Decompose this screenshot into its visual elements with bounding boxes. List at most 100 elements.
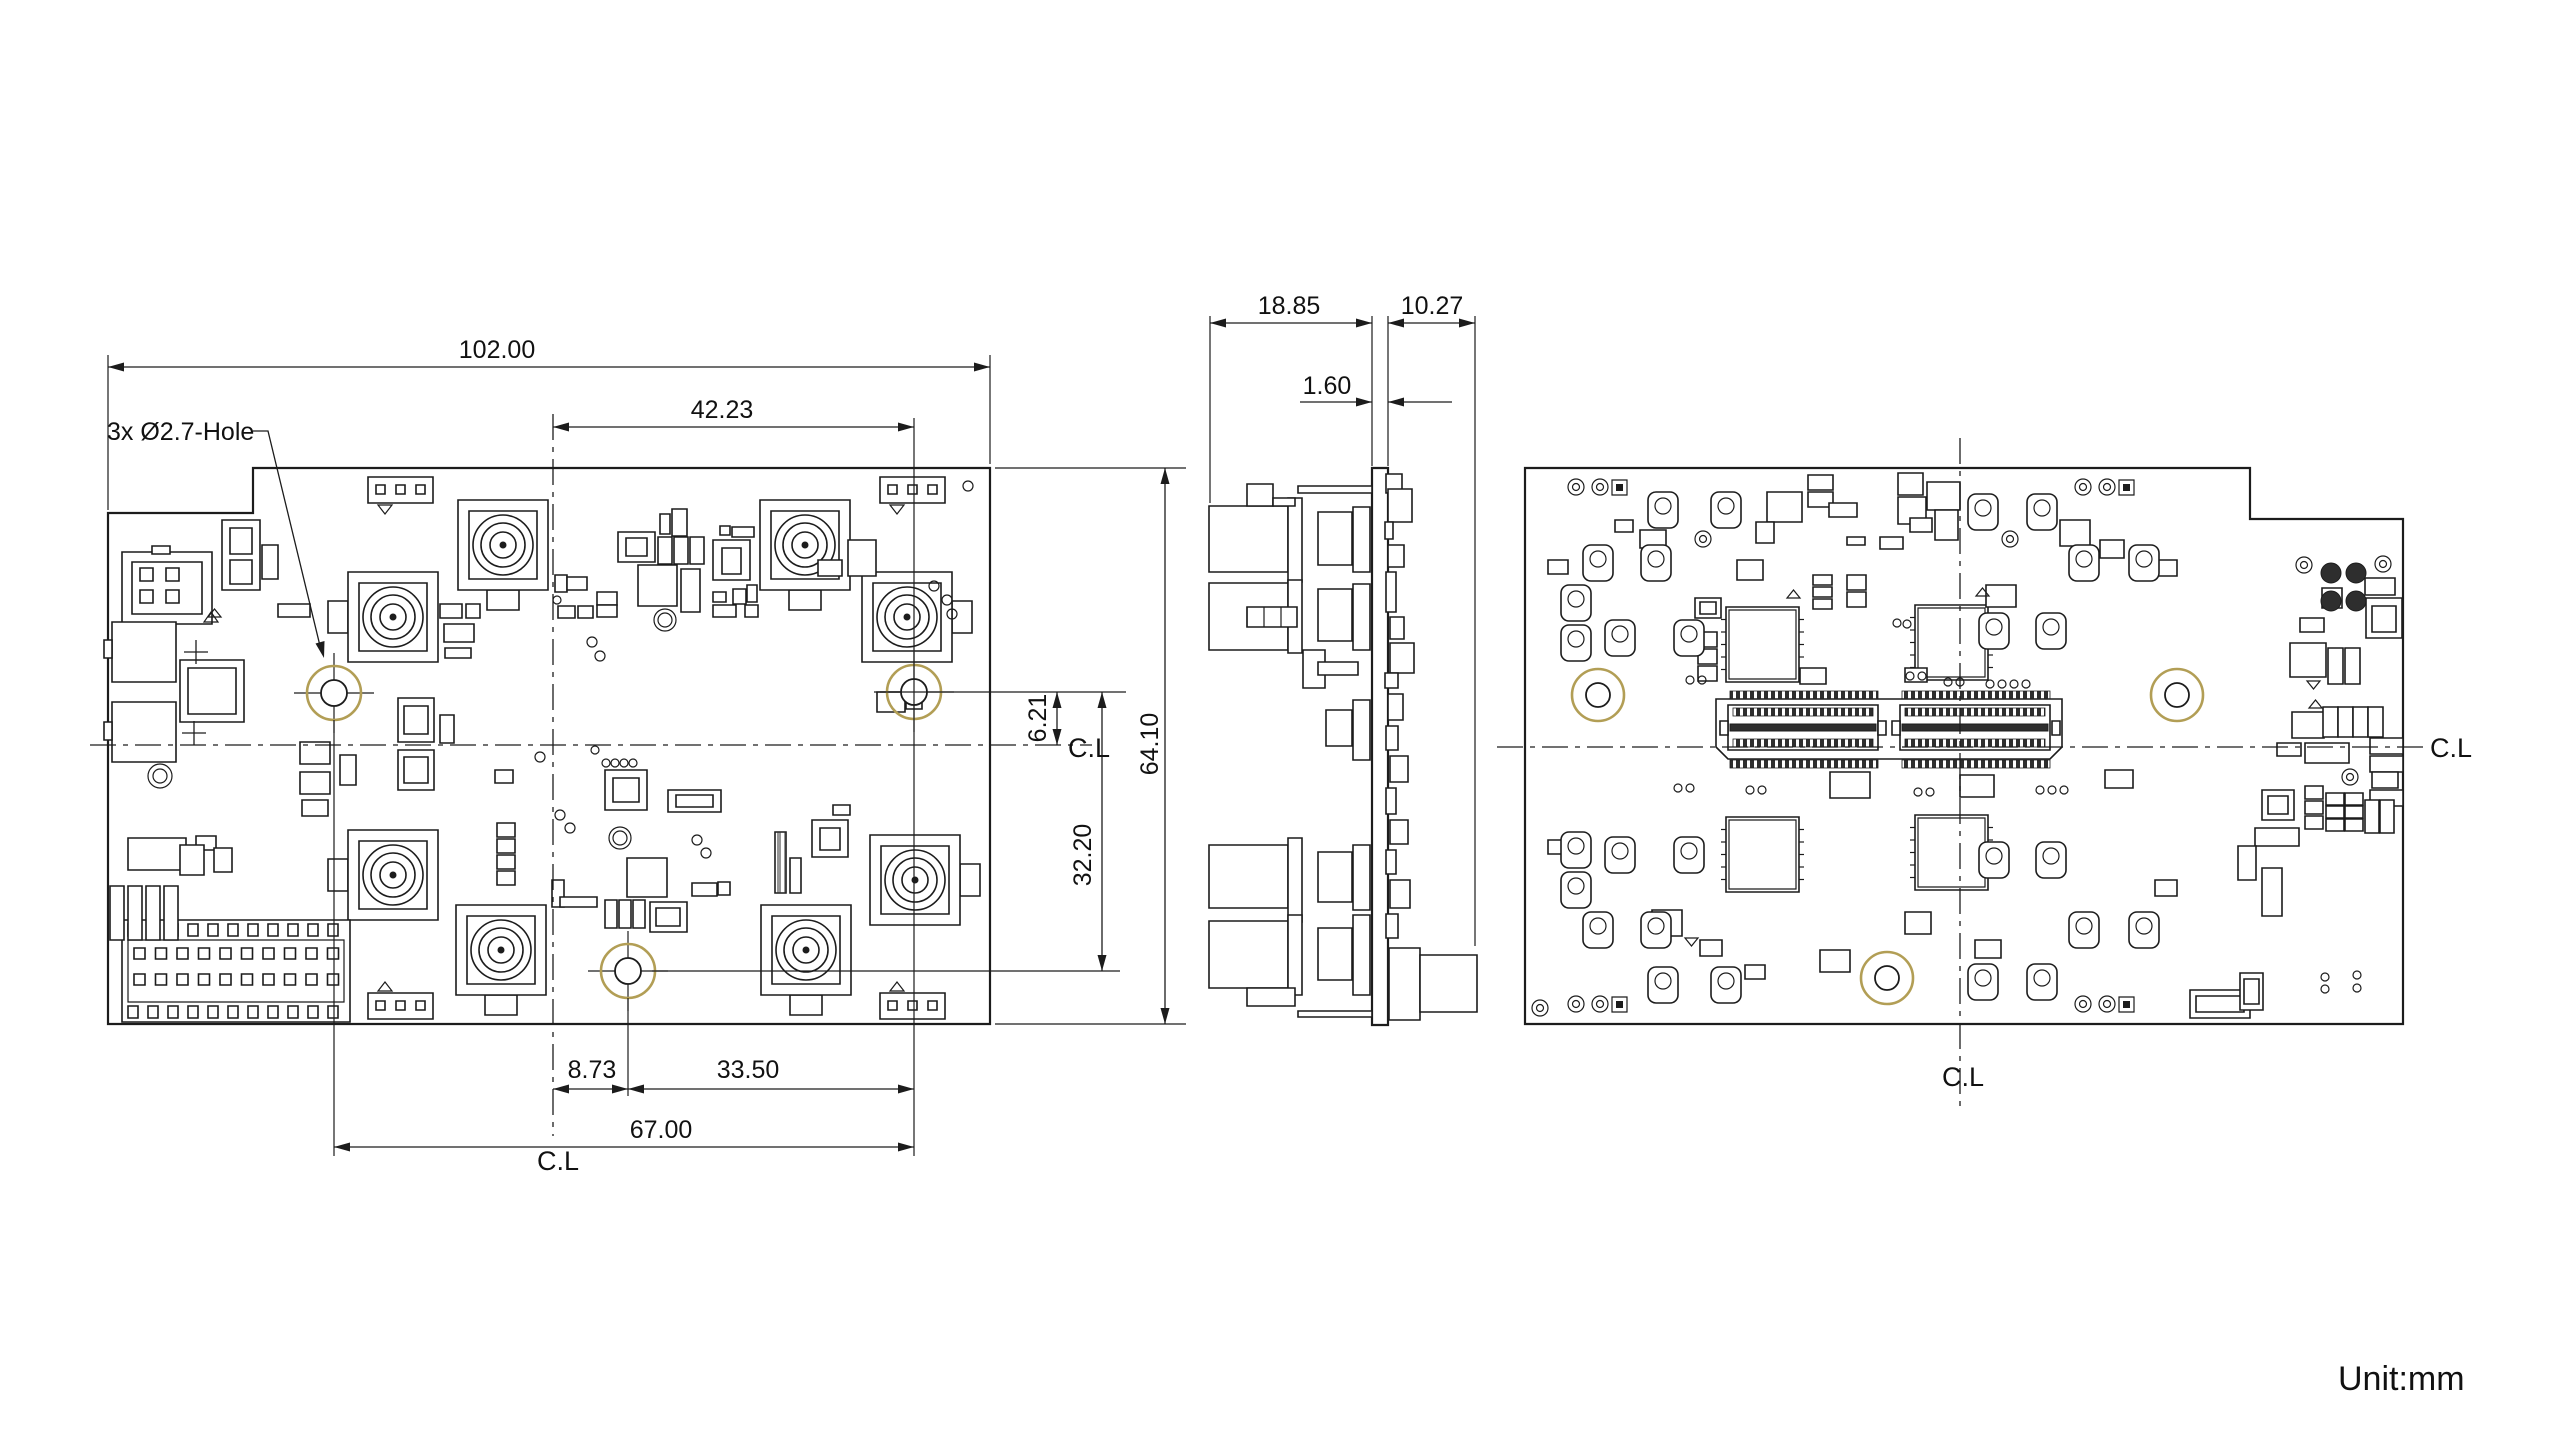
component-rect — [128, 940, 344, 1002]
component-rect — [908, 485, 917, 494]
fiducial-square-core — [1616, 484, 1623, 491]
plated-pad — [1648, 492, 1678, 528]
leader-arrow — [315, 641, 325, 658]
component-rect — [1698, 666, 1717, 681]
via — [1998, 680, 2006, 688]
plated-pad — [2069, 912, 2099, 948]
dimension — [1052, 692, 1062, 745]
plated-pad — [1641, 912, 1671, 948]
component-circle — [654, 609, 676, 631]
pin-comb — [1733, 739, 1873, 747]
component-rect — [674, 537, 688, 564]
component-rect — [2305, 801, 2323, 814]
component-rect — [262, 545, 278, 579]
fiducial-ring — [1597, 484, 1604, 491]
dimension-arrow — [334, 1142, 350, 1152]
dimension-arrow — [898, 422, 914, 432]
component-rect — [1386, 572, 1396, 612]
fiducial-ring — [2342, 769, 2358, 785]
dimension — [1300, 397, 1452, 407]
plated-pad — [1648, 967, 1678, 1003]
coax-center-pin — [802, 946, 810, 954]
component-circle — [1681, 626, 1697, 642]
component-rect — [1386, 850, 1396, 874]
component-rect — [1808, 492, 1833, 507]
qfn-ic — [1721, 607, 1804, 682]
plated-pad — [2027, 494, 2057, 530]
component-rect — [1389, 948, 1420, 1020]
component-circle — [2034, 970, 2050, 986]
component-rect — [1385, 522, 1393, 539]
component-circle — [2076, 551, 2092, 567]
pad-body — [1641, 912, 1671, 948]
dim-outer-holes-span: 67.00 — [630, 1116, 693, 1144]
via — [1893, 619, 1901, 627]
pin-comb — [1730, 691, 1878, 699]
dimension-arrow — [1097, 955, 1107, 971]
component-rect — [228, 924, 238, 936]
component-rect — [605, 900, 617, 928]
component-rect — [1386, 914, 1398, 938]
component-rect — [300, 742, 330, 764]
component-rect — [396, 1001, 405, 1010]
coax-connector — [862, 572, 972, 662]
component-rect — [1847, 592, 1866, 607]
component-rect — [812, 820, 848, 857]
fiducial-ring — [2104, 484, 2111, 491]
via — [1686, 676, 1694, 684]
pad-body — [2069, 545, 2099, 581]
component-rect — [2326, 793, 2344, 805]
component-circle — [2043, 619, 2059, 635]
via — [1686, 784, 1694, 792]
component-rect — [152, 546, 170, 554]
via — [1986, 680, 1994, 688]
component-rect — [1830, 772, 1870, 798]
component-rect — [220, 948, 231, 959]
component-rect — [2365, 800, 2379, 833]
component-rect — [180, 845, 204, 875]
coax-center-pin — [389, 871, 397, 879]
orientation-triangle — [890, 505, 904, 514]
fiducial-ring — [1592, 996, 1608, 1012]
component-rect — [164, 886, 178, 940]
component-rect — [340, 755, 356, 785]
component-circle — [2136, 551, 2152, 567]
component-rect — [300, 772, 330, 794]
orientation-triangle — [1787, 590, 1800, 598]
dimension-arrow — [974, 362, 990, 372]
orientation-triangle — [2309, 700, 2322, 708]
fiducial-ring — [1568, 996, 1584, 1012]
plated-pad — [1561, 872, 1591, 908]
component-rect — [263, 974, 274, 985]
component-rect — [660, 514, 670, 534]
component-rect — [2372, 606, 2396, 632]
component-rect — [1390, 880, 1410, 908]
orientation-triangle — [378, 505, 392, 514]
component-rect — [820, 828, 840, 850]
component-rect — [690, 537, 704, 564]
component-rect — [228, 1006, 238, 1018]
dimension-arrow — [553, 1084, 569, 1094]
component-rect — [908, 1001, 917, 1010]
unit-note: Unit:mm — [2338, 1360, 2465, 1398]
plated-pad — [2027, 964, 2057, 1000]
component-rect — [2155, 880, 2177, 896]
pad-body — [2069, 912, 2099, 948]
plated-pad — [1711, 492, 1741, 528]
fiducial-ring — [2099, 996, 2115, 1012]
dark-pad — [2346, 591, 2366, 611]
component-rect — [555, 575, 567, 592]
fiducial-ring — [2007, 536, 2014, 543]
component-circle — [615, 958, 641, 984]
component-rect — [1756, 522, 1774, 543]
component-rect — [1910, 518, 1932, 532]
plated-pad — [1561, 585, 1591, 621]
component-rect — [285, 974, 296, 985]
plated-pad — [1674, 837, 1704, 873]
component-rect — [2060, 520, 2090, 546]
pad-body — [1561, 585, 1591, 621]
component-rect — [718, 882, 730, 895]
power-connector-4pin — [122, 546, 218, 624]
pin-header-3 — [880, 982, 945, 1019]
